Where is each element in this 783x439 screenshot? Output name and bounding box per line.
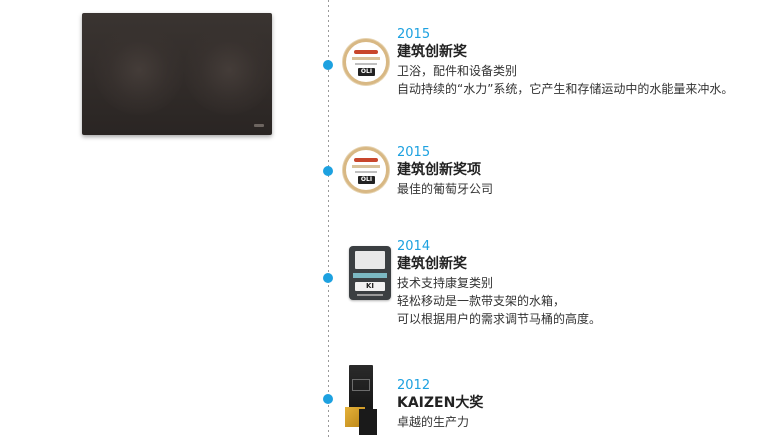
- award-title: 建筑创新奖项: [397, 162, 481, 178]
- plaque-icon: KI: [349, 246, 391, 300]
- timeline-dot: [323, 166, 333, 176]
- award-description: 卓越的生产力: [397, 415, 470, 429]
- award-text: 2015 建筑创新奖 卫浴，配件和设备类别 自动持续的“水力”系统，它产生和存储…: [397, 26, 777, 98]
- medal-icon: OLI: [343, 147, 389, 193]
- award-text: 2015 建筑创新奖项 最佳的葡萄牙公司: [397, 144, 777, 198]
- award-category: 技术支持康复类别: [397, 276, 494, 290]
- award-description: 可以根据用户的需求调节马桶的高度。: [397, 312, 602, 326]
- award-year: 2015: [397, 27, 431, 42]
- medal-label: OLI: [358, 68, 375, 76]
- award-plaque-badge: KI: [349, 246, 391, 300]
- award-year: 2014: [397, 239, 431, 254]
- timeline-dot: [323, 273, 333, 283]
- timeline-line: [328, 0, 329, 439]
- award-text: 2014 建筑创新奖 技术支持康复类别 轻松移动是一款带支架的水箱， 可以根据用…: [397, 238, 777, 328]
- award-year: 2012: [397, 378, 431, 393]
- product-logo-mark: [254, 124, 264, 127]
- product-button-right: [184, 25, 272, 115]
- plaque-label: KI: [355, 282, 385, 291]
- award-text: 2012 KAIZEN大奖 卓越的生产力: [397, 377, 777, 431]
- product-image: [82, 13, 272, 135]
- award-description: 最佳的葡萄牙公司: [397, 182, 494, 196]
- medal-label: OLI: [358, 176, 375, 184]
- award-title: KAIZEN大奖: [397, 395, 484, 411]
- award-trophy-badge: [345, 365, 379, 437]
- medal-icon: OLI: [343, 39, 389, 85]
- award-category: 卫浴，配件和设备类别: [397, 64, 518, 78]
- award-year: 2015: [397, 145, 431, 160]
- award-title: 建筑创新奖: [397, 256, 467, 272]
- award-medal-badge: OLI: [343, 147, 389, 193]
- timeline-dot: [323, 394, 333, 404]
- timeline-dot: [323, 60, 333, 70]
- product-button-left: [94, 25, 184, 115]
- award-description: 自动持续的“水力”系统，它产生和存储运动中的水能量来冲水。: [397, 82, 734, 96]
- award-medal-badge: OLI: [343, 39, 389, 85]
- award-title: 建筑创新奖: [397, 44, 467, 60]
- trophy-icon: [345, 365, 379, 437]
- award-description: 轻松移动是一款带支架的水箱，: [397, 294, 566, 308]
